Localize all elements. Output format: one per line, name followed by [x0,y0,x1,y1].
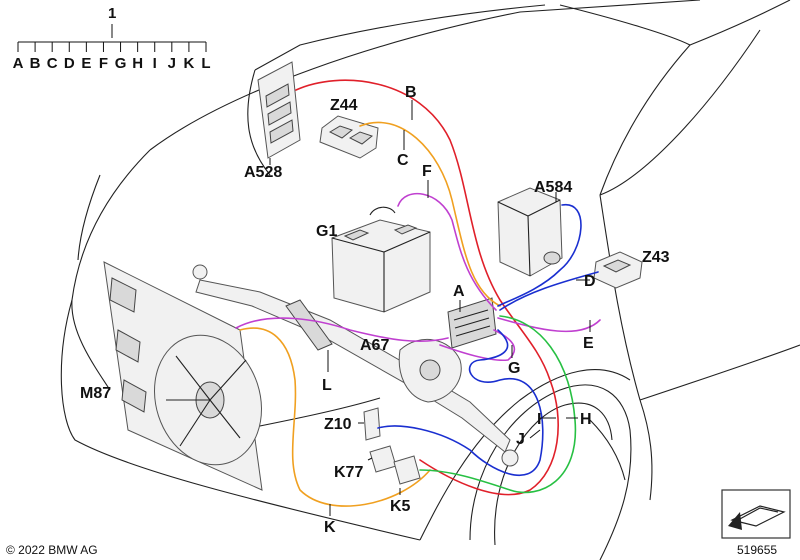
car-body-outline [60,0,800,560]
label-k: K [324,519,336,536]
wire-purple-g [439,329,516,362]
key-letter-e: E [81,55,91,72]
relay-k5 [393,455,421,485]
steering-rack-a67 [192,264,519,467]
label-b: B [405,84,417,101]
key-letter-i: I [153,55,157,72]
label-i: I [537,411,541,428]
label-k77: K77 [334,464,363,481]
label-z44: Z44 [330,97,358,114]
battery-g1 [331,206,431,313]
key-title: 1 [108,5,116,22]
wire-blue-i [377,329,544,477]
key-letter-g: G [115,55,127,72]
label-k5: K5 [390,498,411,515]
navigation-arrow-icon[interactable] [721,489,791,539]
label-a584: A584 [534,179,572,196]
component-labels: A528 Z44 B C F A584 G1 Z43 D A E A67 G M… [80,84,670,536]
wire-purple-e [497,317,601,333]
unit-a584 [497,187,563,277]
key-letter-j: J [168,55,176,72]
connector-z10 [363,407,381,441]
label-l: L [322,377,332,394]
wire-orange-k [239,327,431,507]
label-m87: M87 [80,385,111,402]
wire-purple-l [235,317,449,343]
label-g1: G1 [316,223,337,240]
label-h: H [580,411,592,428]
label-z43: Z43 [642,249,670,266]
wire-harness [235,79,601,507]
wire-purple-f [397,192,497,311]
key-letter-l: L [201,55,210,72]
key-letter-a: A [13,55,24,72]
module-a528 [257,61,301,159]
key-letter-b: B [30,55,41,72]
connector-z43 [593,251,643,289]
key-letter-c: C [47,55,58,72]
wire-green-h [419,315,577,494]
connector-z44 [319,115,379,159]
diagram-number: 519655 [737,543,777,557]
label-e: E [583,335,594,352]
key-letter-d: D [64,55,75,72]
key-letter-h: H [132,55,143,72]
label-d: D [584,273,596,290]
label-g: G [508,360,520,377]
leader-lines [269,100,591,516]
label-j: J [516,431,525,448]
wire-blue-d [499,271,599,311]
relay-k77 [369,445,397,473]
control-unit-a [447,297,497,349]
copyright-text: © 2022 BMW AG [6,543,98,557]
label-a528: A528 [244,164,282,181]
label-f: F [422,163,432,180]
key-letter-f: F [99,55,108,72]
key-ticks [17,42,207,52]
wire-blue-a584 [497,204,582,307]
radiator-fan-m87 [103,261,263,491]
label-z10: Z10 [324,416,352,433]
label-a: A [453,283,465,300]
wire-orange-c [359,121,501,307]
key-letter-k: K [183,55,194,72]
label-c: C [397,152,409,169]
label-a67: A67 [360,337,389,354]
